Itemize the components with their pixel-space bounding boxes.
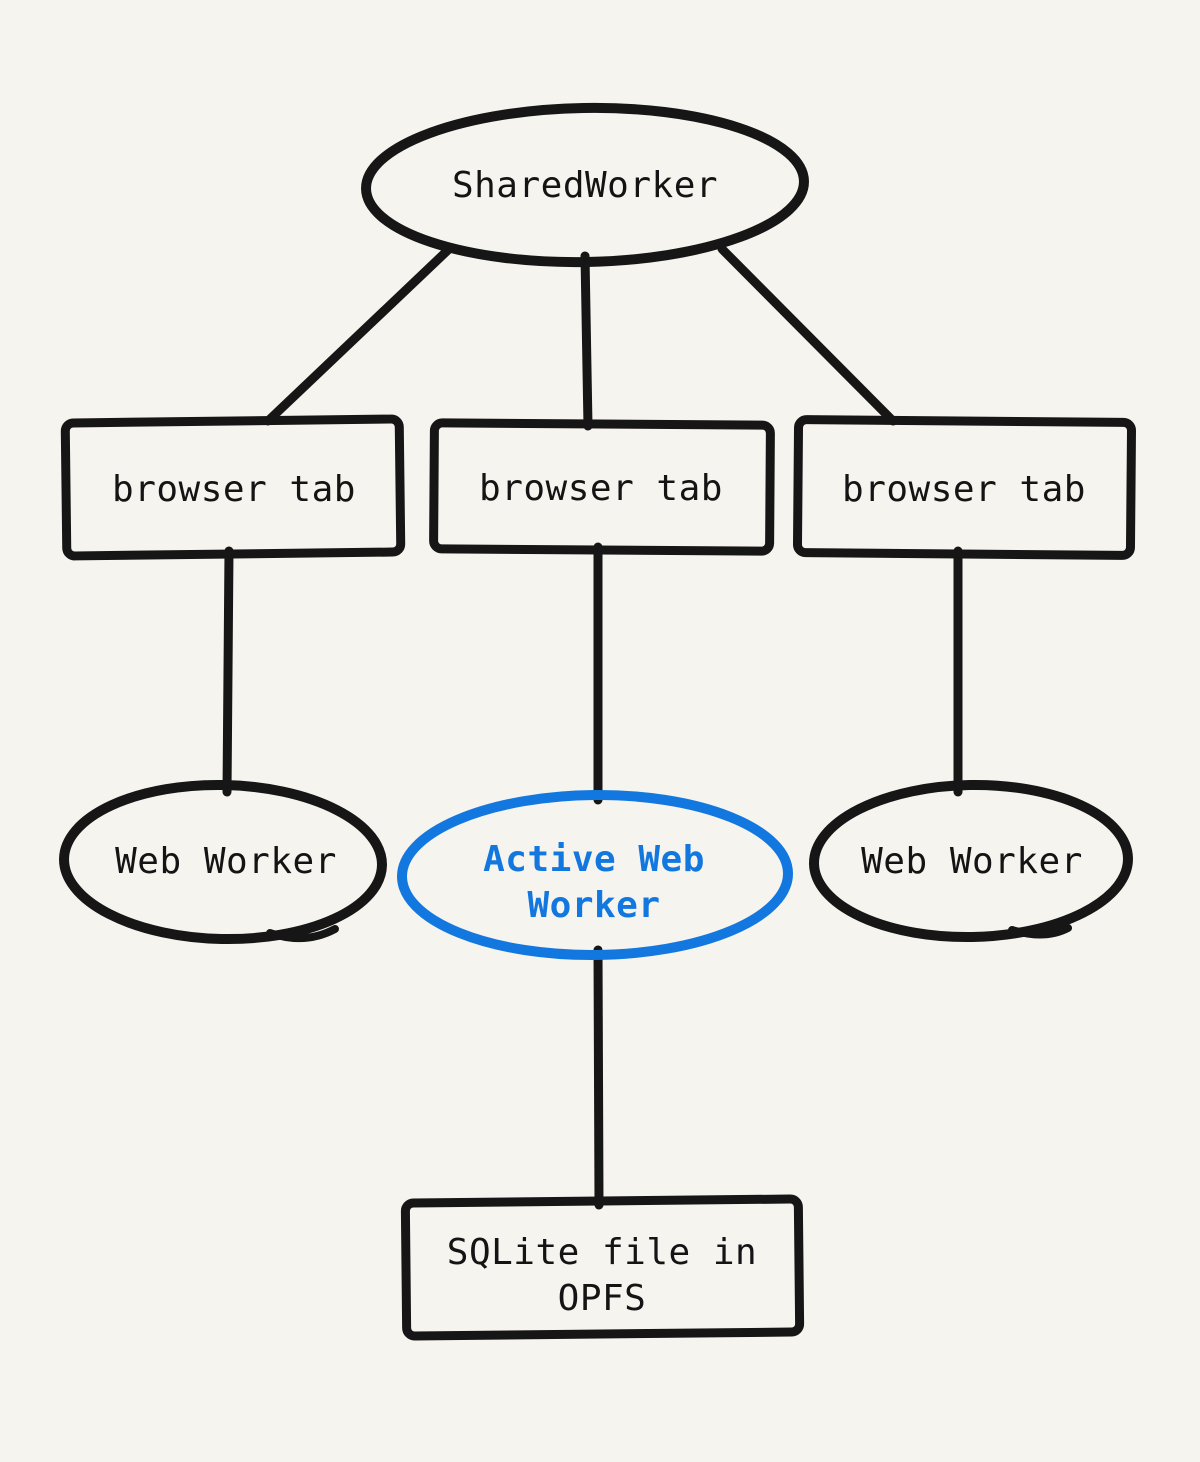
active-web-worker-label: Active Web Worker [483, 838, 705, 926]
web-worker-left-label: Web Worker [115, 840, 337, 882]
edge-active-worker-sqlite [593, 945, 604, 1210]
edge-sharedworker-tab-middle [580, 251, 593, 431]
edge-tab-left-worker [222, 546, 234, 797]
web-worker-left-pen-tail [266, 925, 339, 943]
browser-tab-middle-label: browser tab [479, 467, 723, 509]
browser-tab-right-label: browser tab [842, 468, 1086, 510]
web-worker-right-label: Web Worker [861, 840, 1083, 882]
shared-worker-node [361, 102, 809, 268]
shared-worker-label: SharedWorker [451, 164, 719, 206]
web-worker-left-node [59, 779, 387, 945]
web-worker-right-node [809, 779, 1133, 943]
browser-tab-left-node [60, 414, 406, 561]
browser-tab-middle-node [429, 418, 775, 556]
edge-sharedworker-tab-left [263, 245, 453, 426]
browser-tab-right-node [792, 415, 1137, 560]
sqlite-opfs-node [400, 1194, 805, 1341]
browser-tab-left-label: browser tab [112, 468, 356, 510]
sqlite-opfs-label: SQLite file in OPFS [446, 1231, 758, 1319]
web-worker-right-pen-tail [1008, 924, 1072, 939]
active-web-worker-node [397, 789, 793, 961]
edge-sharedworker-tab-right [717, 244, 898, 426]
